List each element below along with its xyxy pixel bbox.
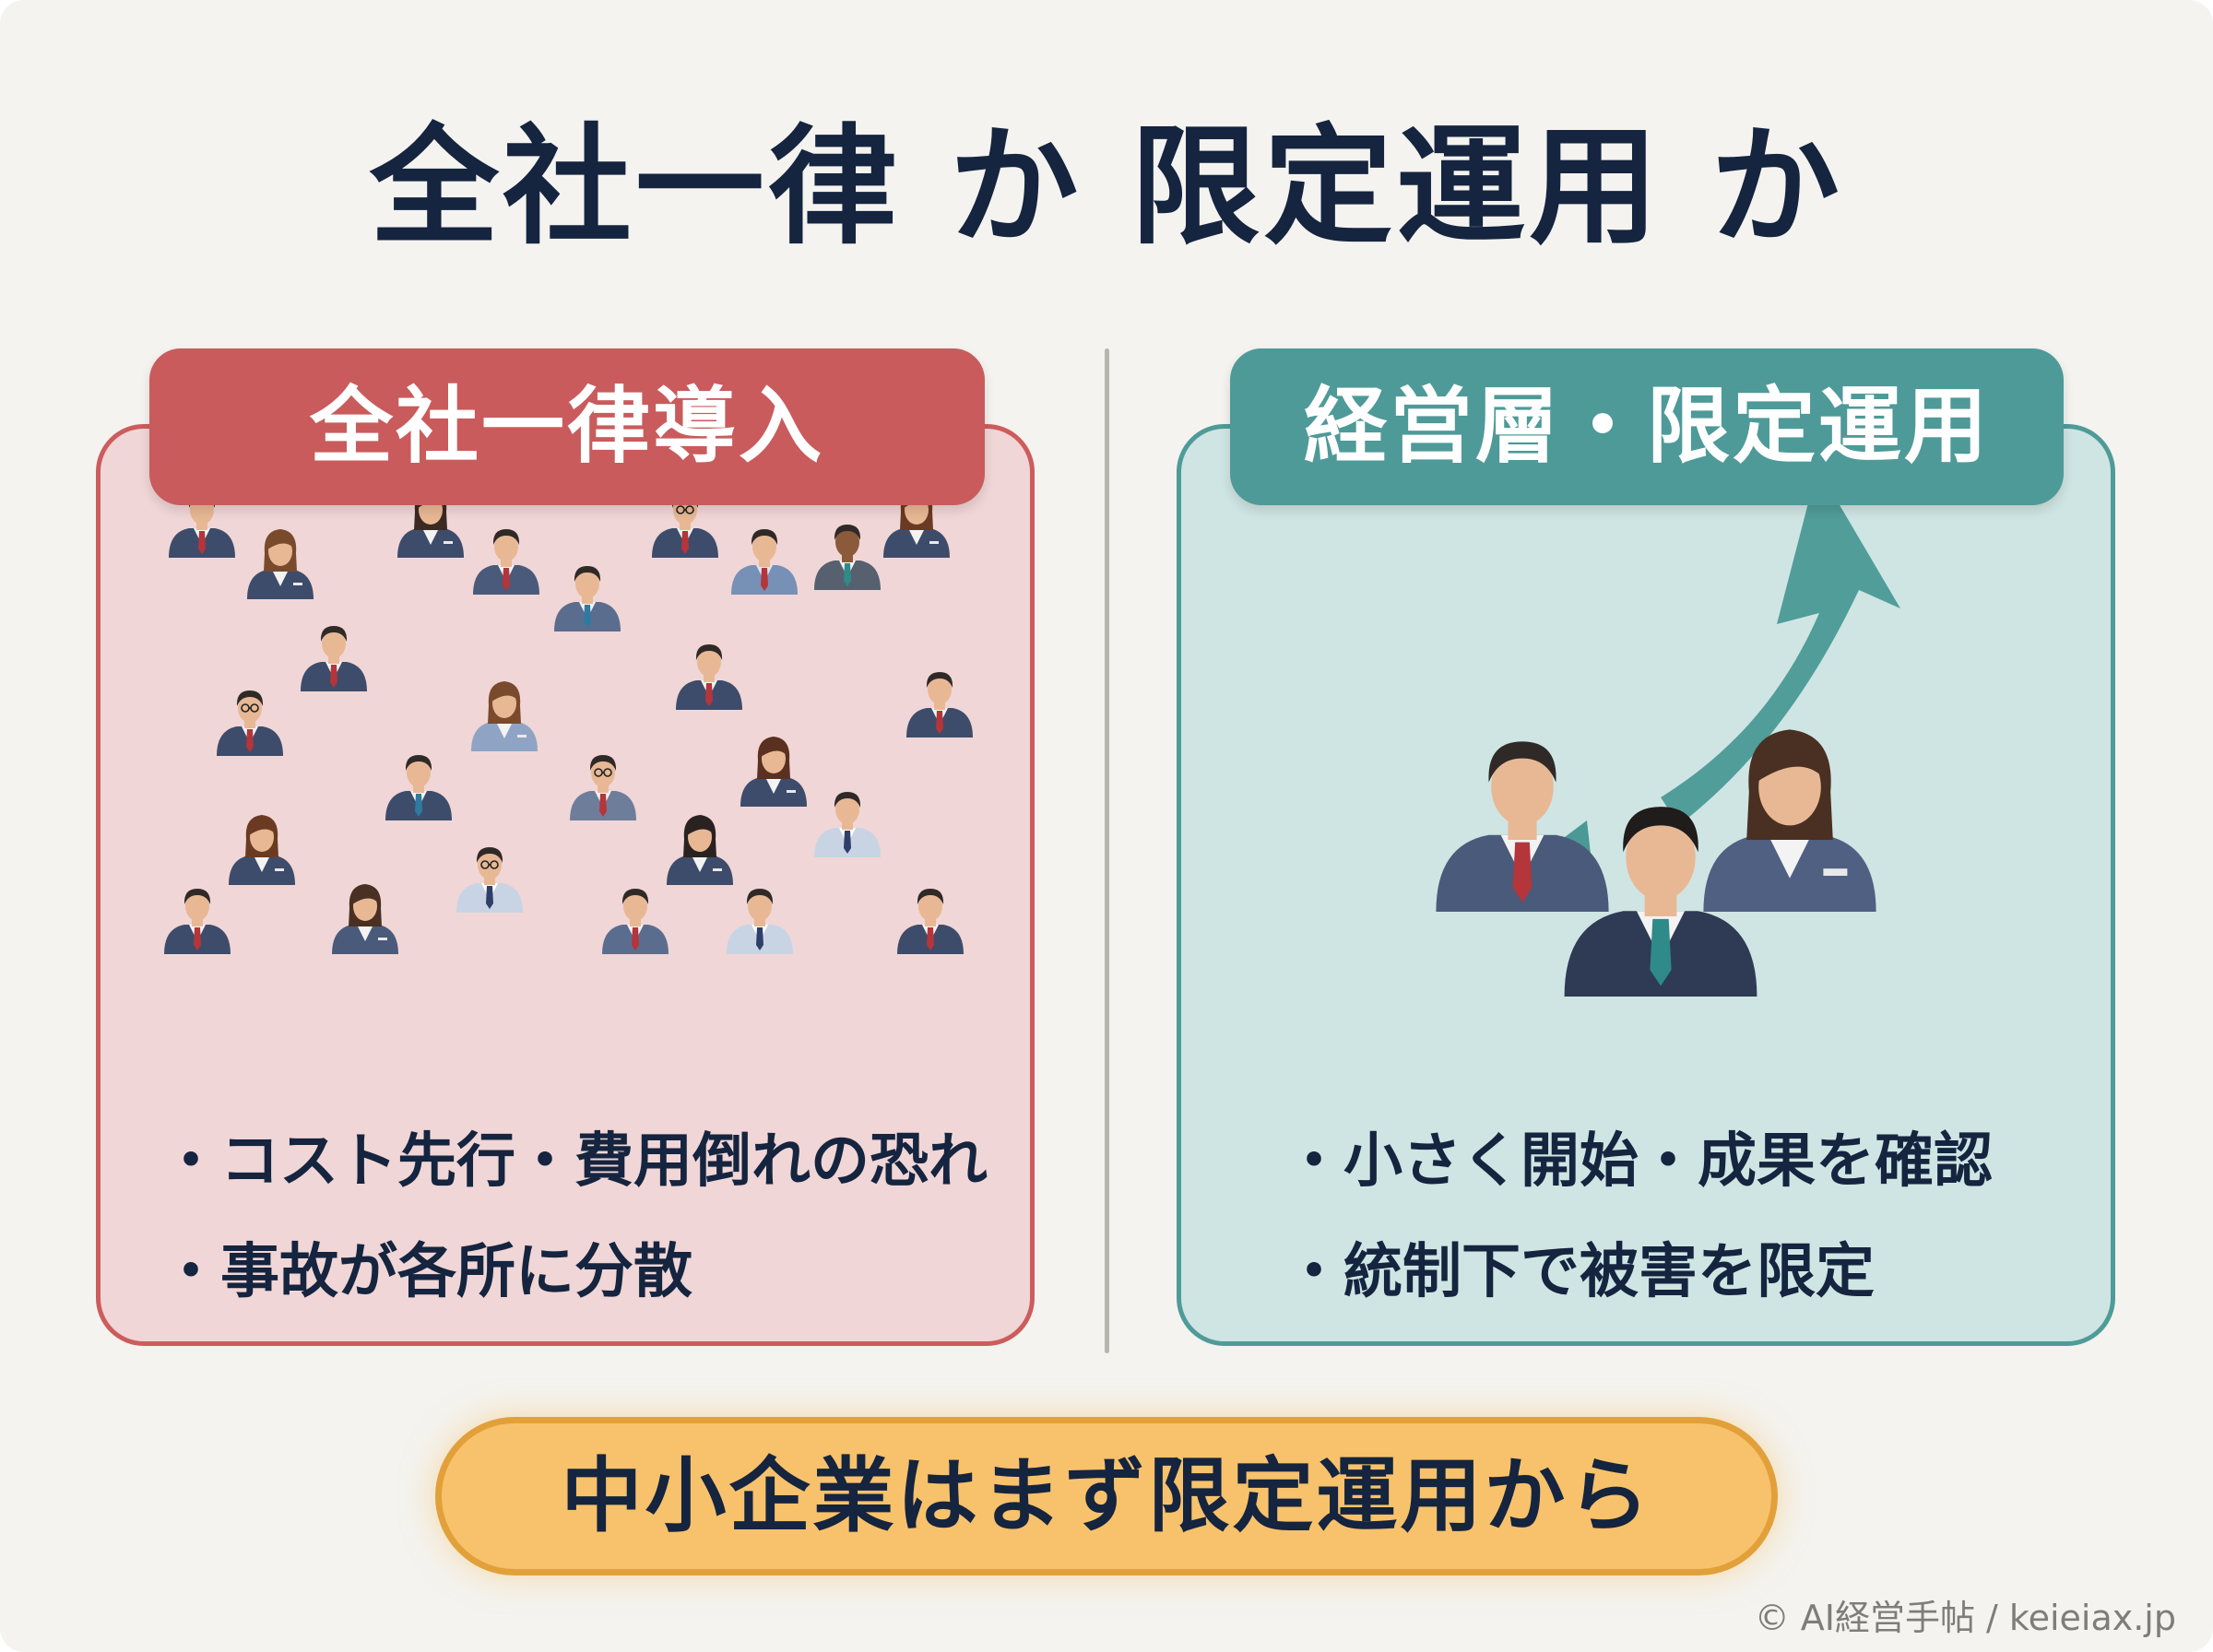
businessman-icon — [1564, 807, 1757, 997]
businessman-icon — [473, 529, 539, 595]
businessman-icon — [731, 529, 798, 595]
businessman-icon — [570, 755, 636, 820]
limited-operation-heading: 経営層・限定運用 — [1230, 348, 2064, 505]
center-divider — [1105, 348, 1109, 1353]
limited-operation-bullet-1: 小さく開始・成果を確認 — [1284, 1106, 1993, 1217]
limited-operation-bullet-2: 統制下で被害を限定 — [1284, 1217, 1993, 1328]
businessman-icon — [385, 755, 452, 820]
businessman-icon — [164, 889, 231, 954]
businessman-icon — [602, 889, 669, 954]
page-title: 全社一律 か 限定運用 か — [369, 112, 1844, 263]
businessman-icon — [727, 889, 793, 954]
businesswoman-icon — [332, 884, 398, 954]
businessman-icon — [814, 525, 881, 590]
businessman-icon — [897, 889, 964, 954]
businessman-icon — [1436, 741, 1609, 912]
conclusion-banner: 中小企業はまず限定運用から — [435, 1417, 1778, 1575]
businessman-icon — [554, 566, 621, 631]
executive-team-icon — [1181, 429, 2111, 1074]
limited-operation-bullet-list: 小さく開始・成果を確認 統制下で被害を限定 — [1284, 1106, 1993, 1328]
company-wide-bullet-2: 事故が各所に分散 — [161, 1217, 988, 1328]
crowd-of-employees-icon — [101, 429, 1030, 1074]
copyright-credit: © AI経営手帖 / keieiax.jp — [1754, 1598, 2176, 1638]
businessman-icon — [301, 626, 367, 691]
company-wide-panel: コスト先行・費用倒れの恐れ 事故が各所に分散 — [96, 424, 1035, 1346]
businessman-icon — [906, 672, 973, 738]
executive-team-illustration — [1436, 467, 1900, 997]
limited-operation-panel: 小さく開始・成果を確認 統制下で被害を限定 — [1177, 424, 2115, 1346]
businesswoman-icon — [229, 815, 295, 885]
businesswoman-icon — [740, 737, 807, 807]
businesswoman-icon — [247, 529, 314, 599]
businessman-icon — [217, 690, 283, 756]
businesswoman-icon — [471, 681, 538, 751]
company-wide-bullet-list: コスト先行・費用倒れの恐れ 事故が各所に分散 — [161, 1106, 988, 1328]
businessman-icon — [814, 792, 881, 857]
crowd-illustration — [164, 488, 973, 954]
company-wide-bullet-1: コスト先行・費用倒れの恐れ — [161, 1106, 988, 1217]
businesswoman-icon — [667, 815, 733, 885]
upward-arrow-icon — [1550, 467, 1900, 862]
businessman-icon — [676, 644, 742, 710]
businesswoman-icon — [1703, 729, 1876, 912]
company-wide-heading: 全社一律導入 — [149, 348, 985, 505]
businessman-icon — [456, 847, 523, 913]
